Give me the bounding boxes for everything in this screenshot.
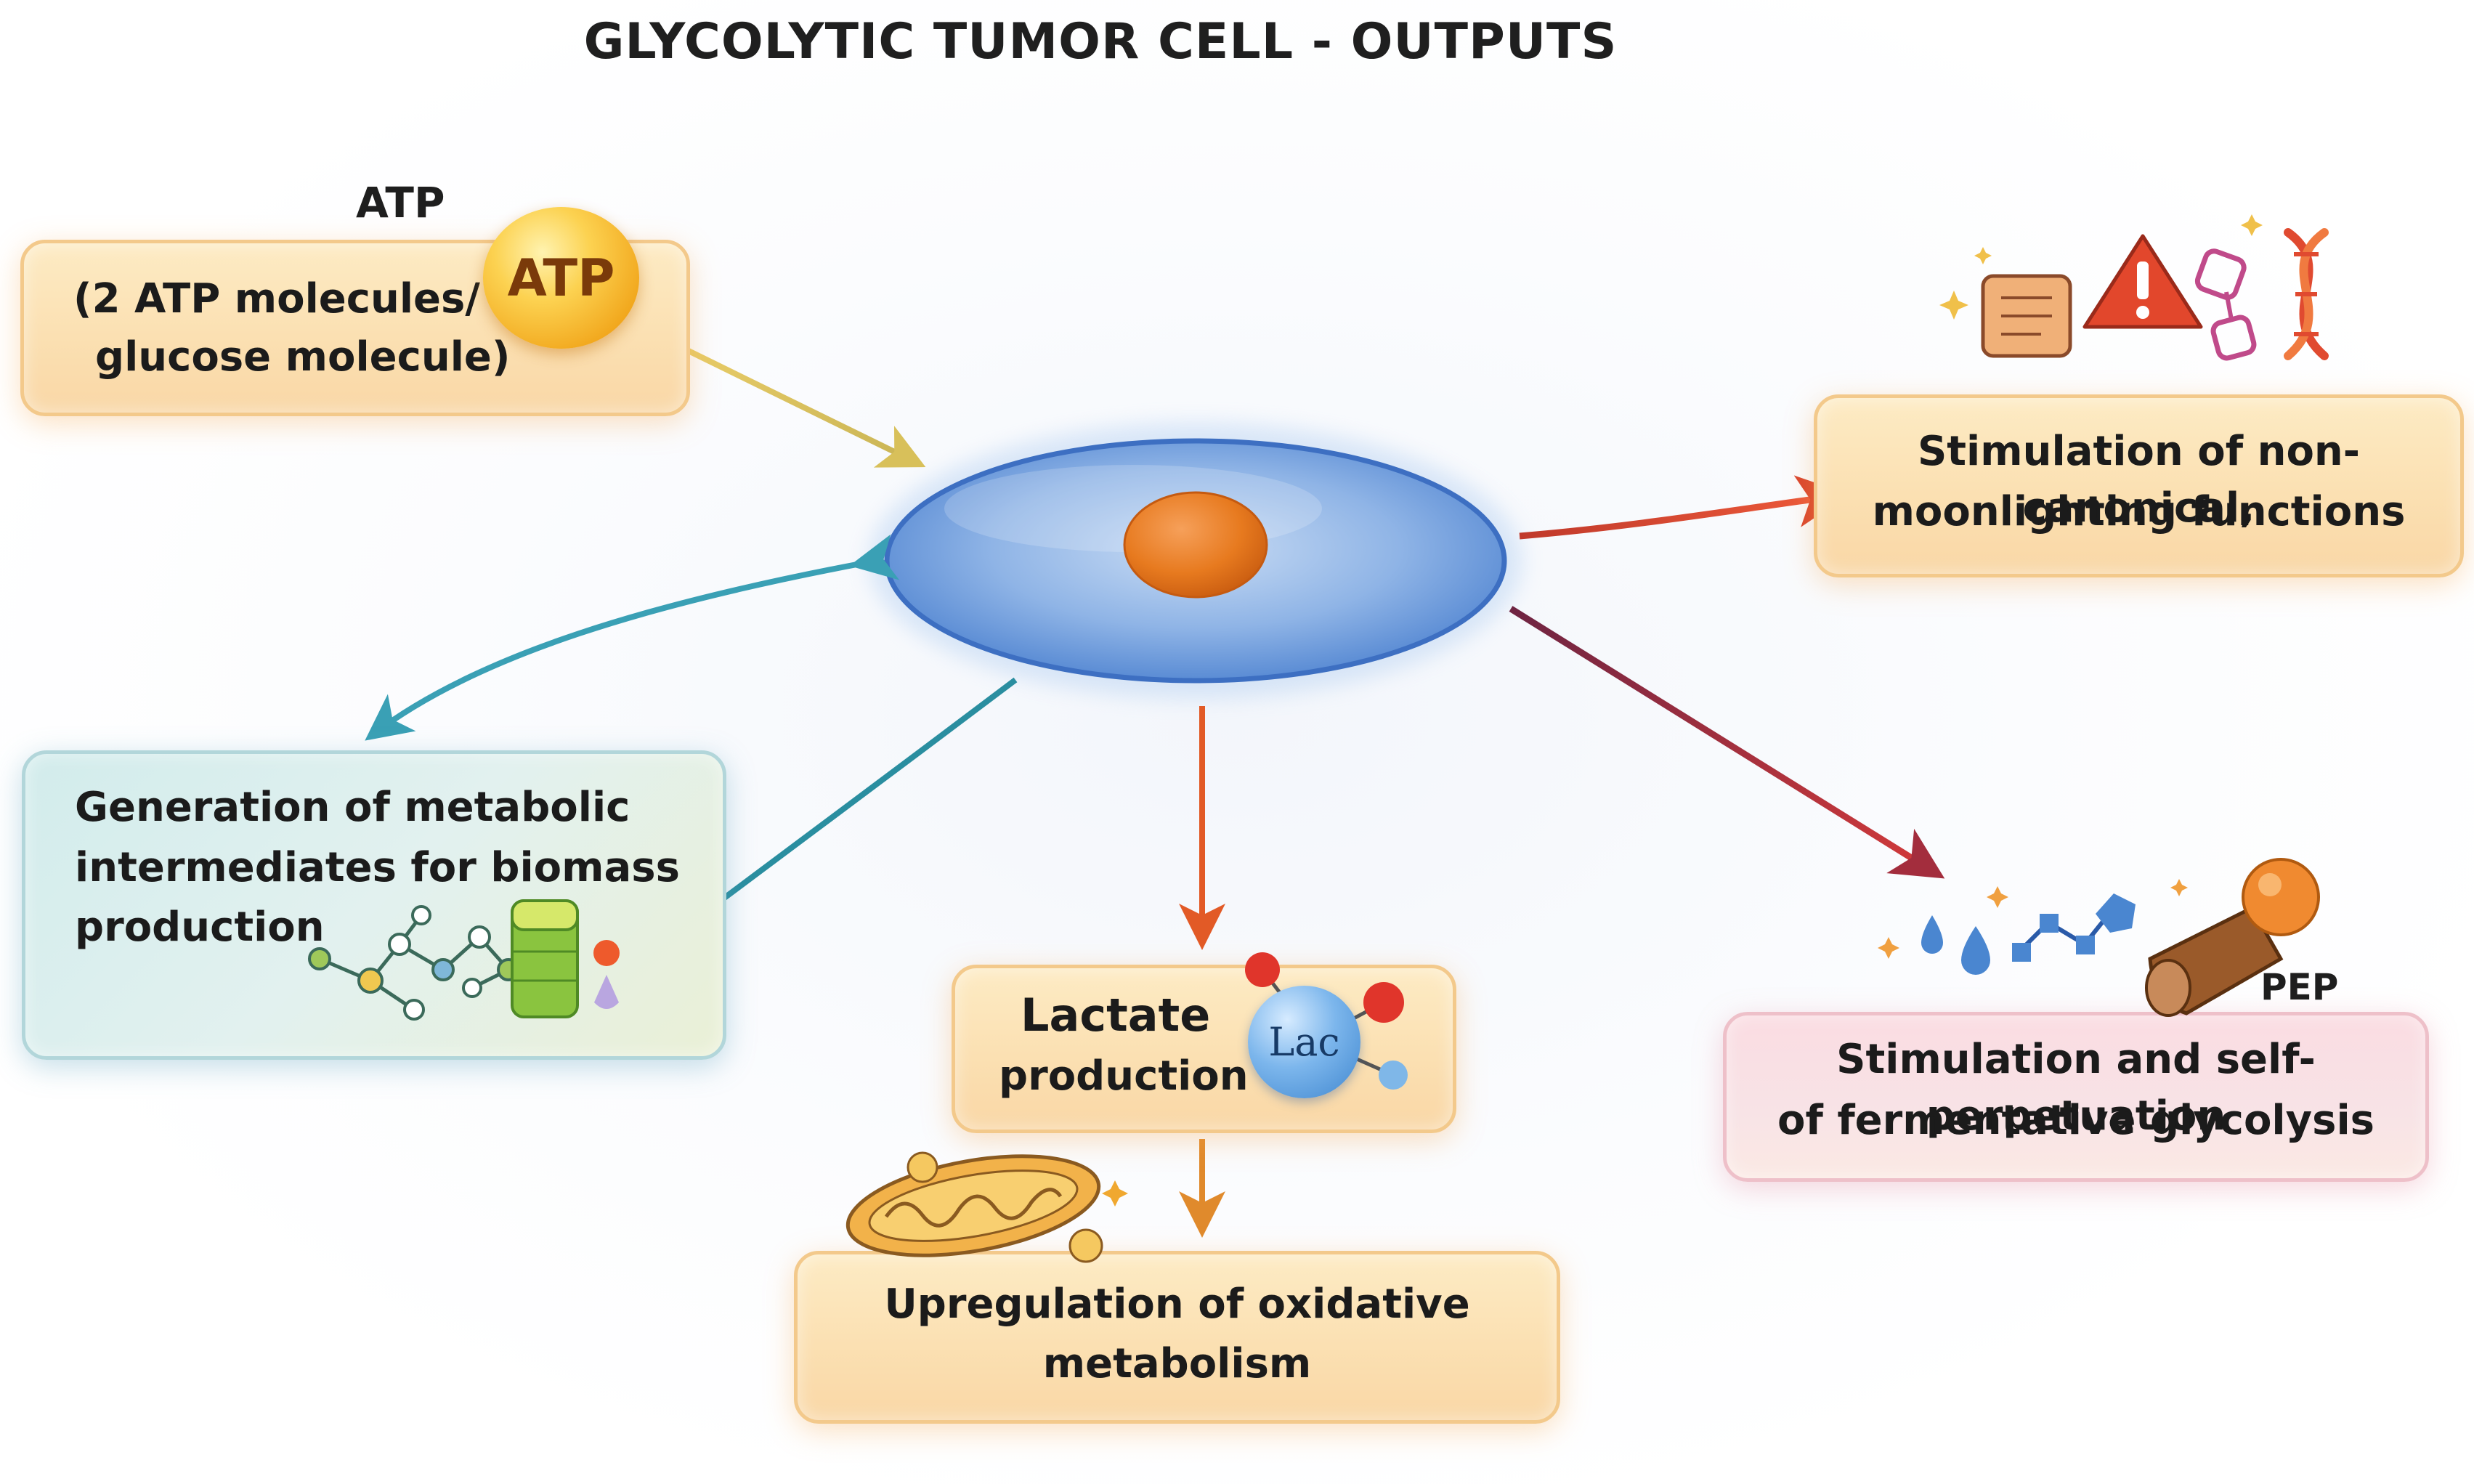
arrow-cell-to-fermentative <box>1509 606 1945 879</box>
lactate-text-line-1: Lactate <box>1021 989 1211 1042</box>
moonlighting-box: Stimulation of non-canonical, moonlighti… <box>1814 394 2464 577</box>
atp-text-line-1: (2 ATP molecules/ <box>73 275 480 323</box>
moonlighting-icons <box>1939 214 2329 361</box>
atp-text-line-2: glucose molecule) <box>95 333 511 381</box>
cell-nucleus <box>1123 491 1268 599</box>
arrow-cell-to-moonlighting <box>1519 475 1849 540</box>
droplet-icon <box>1921 915 1943 954</box>
oxidative-text-line-1: Upregulation of oxidative <box>884 1281 1470 1328</box>
metabolite-network-icon <box>308 899 620 1021</box>
oxidative-text-line-2: metabolism <box>1042 1340 1312 1387</box>
atp-molecule-icon: ATP <box>483 207 639 349</box>
fermentative-box: Stimulation and self-perpetuation of fer… <box>1723 1012 2429 1182</box>
moonlighting-text-line-1: Stimulation of non-canonical, <box>1917 428 2361 532</box>
fermentative-icons <box>1878 858 2320 1017</box>
moonlighting-text-line-2: moonlighting functions <box>1872 488 2406 535</box>
fermentative-text-line-1: Stimulation and self-perpetuation <box>1836 1036 2316 1140</box>
biomass-text-line-2: intermediates for biomass <box>75 844 680 891</box>
oxidative-box: Upregulation of oxidative metabolism <box>794 1251 1560 1424</box>
lactate-molecule-icon: Lac <box>1248 986 1360 1098</box>
mitochondrion-icon <box>845 1151 1128 1263</box>
arrow-atp-to-cell <box>656 333 926 468</box>
biomass-text-line-3: production <box>75 904 325 951</box>
fermentative-text-line-2: of fermentative glycolysis <box>1777 1097 2374 1144</box>
arrow-cell-biomass-exchange <box>365 534 900 741</box>
biomass-text-line-1: Generation of metabolic <box>75 784 630 831</box>
lactate-text-line-2: production <box>999 1053 1249 1100</box>
pep-label: PEP <box>2260 966 2339 1008</box>
diagram-title: GLYCOLYTIC TUMOR CELL - OUTPUTS <box>583 13 1618 70</box>
atp-label: ATP <box>356 178 445 227</box>
